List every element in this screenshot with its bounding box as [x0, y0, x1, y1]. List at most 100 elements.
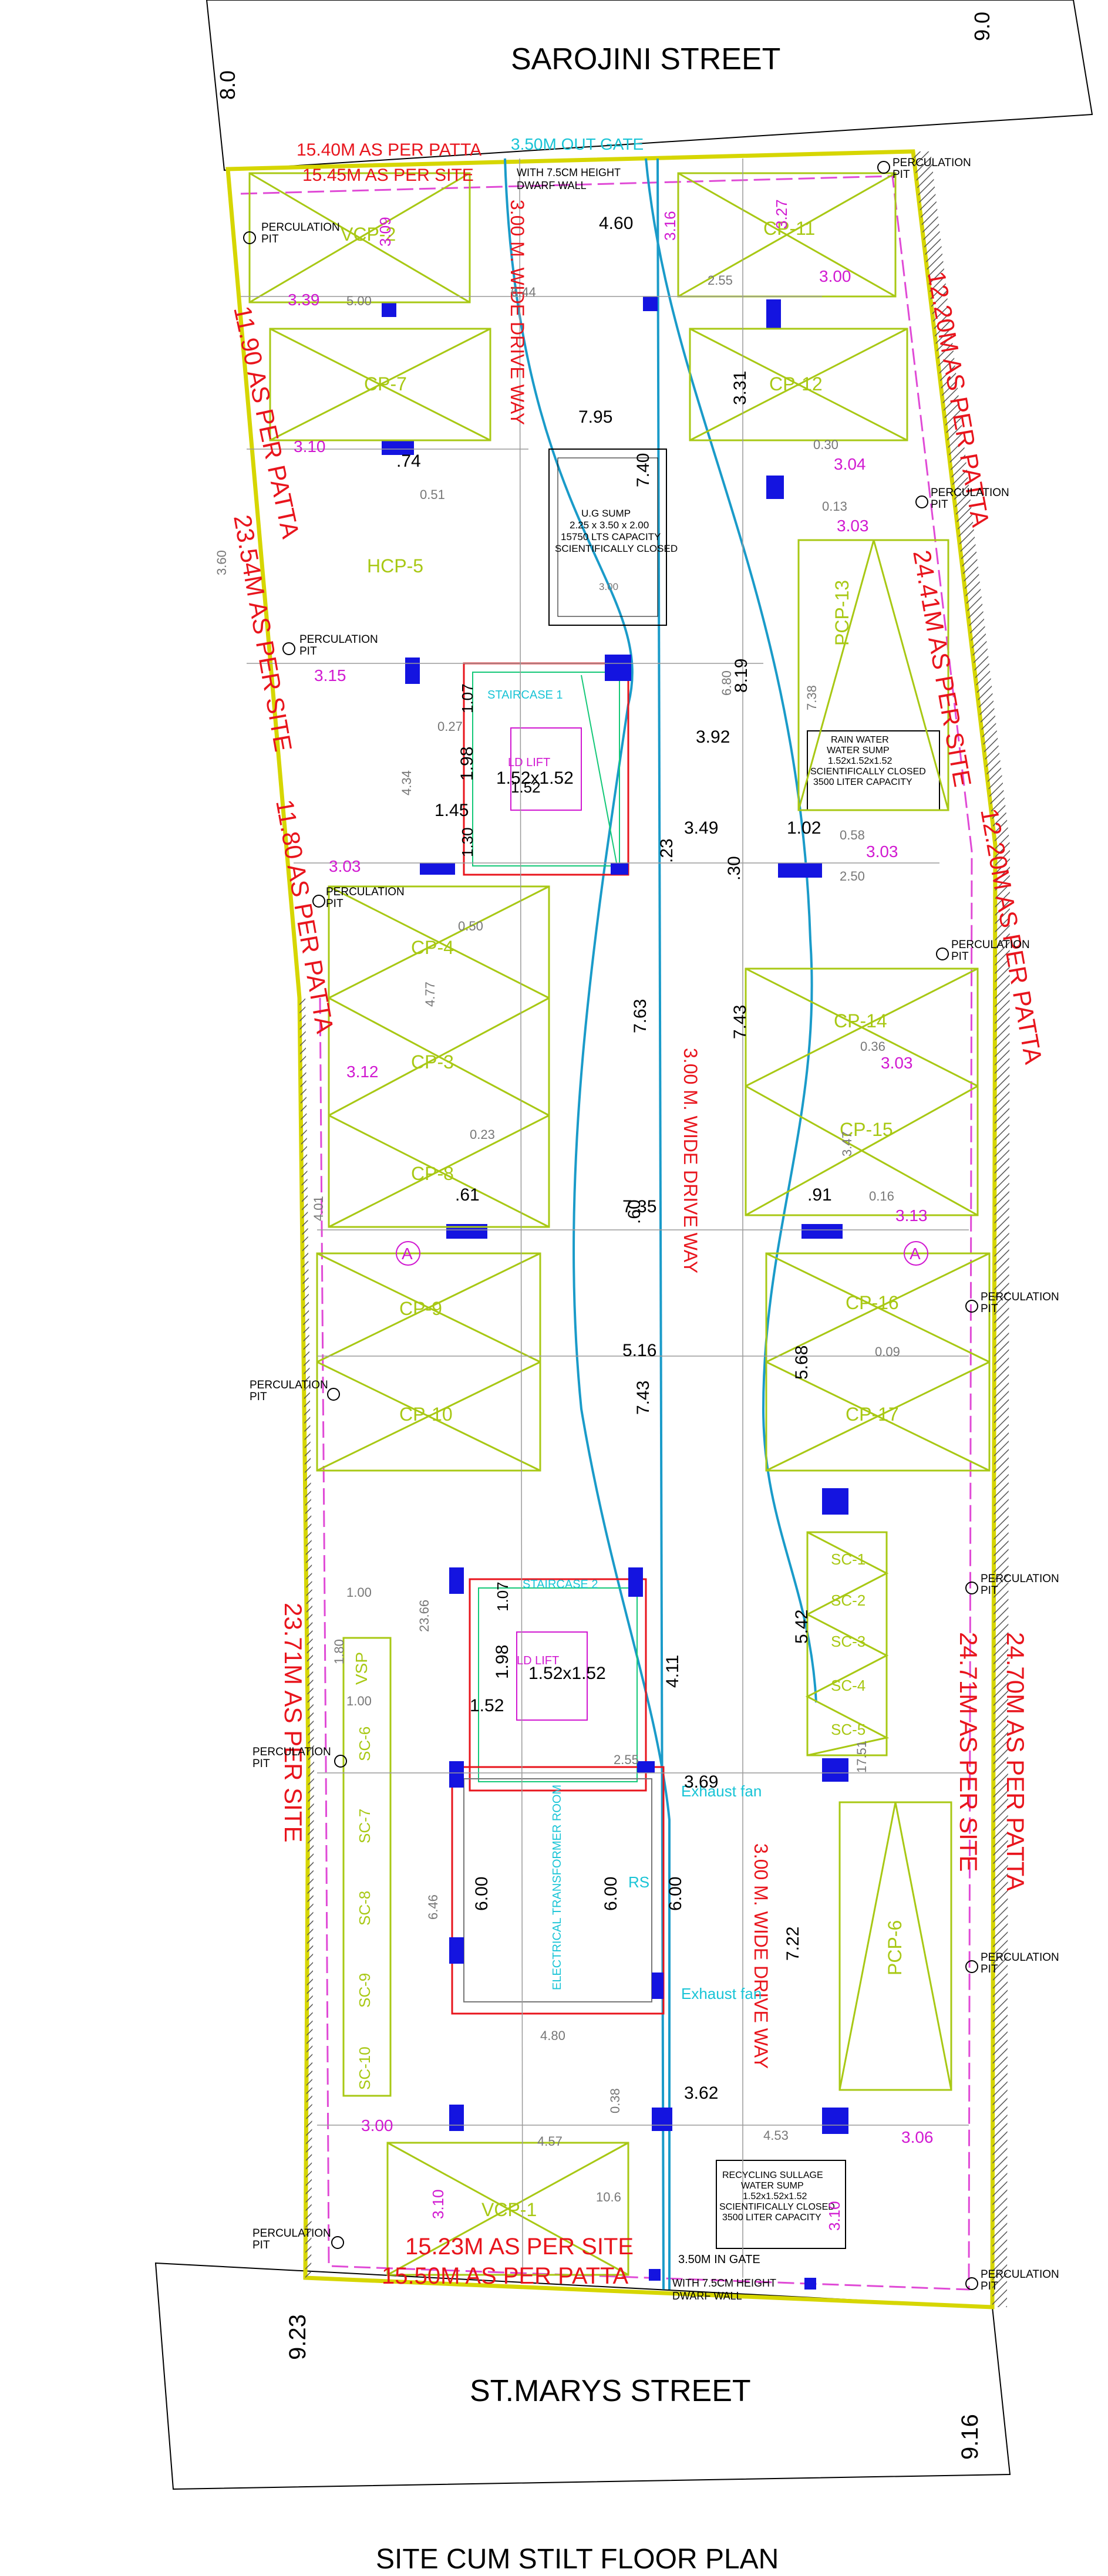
parking-bays	[248, 172, 991, 2276]
percolation-label: PIT	[893, 168, 910, 181]
percolation-label: PERCULATION	[326, 886, 405, 898]
bay-label: VCP-2	[341, 224, 396, 245]
dimension-value: 3.16	[661, 211, 679, 241]
percolation-label: PERCULATION	[250, 1379, 328, 1391]
scooter-label: SC-2	[831, 1592, 865, 1609]
scooter-label: SC-10	[356, 2046, 373, 2090]
driveway-label-2: 3.00 M. WIDE DRIVE WAY	[680, 1048, 701, 1273]
dimension-value: 0.51	[420, 487, 445, 502]
percolation-label: PIT	[981, 2280, 998, 2292]
lift-1-size: 1.52x1.52	[496, 768, 574, 788]
percolation-label: PIT	[931, 498, 948, 511]
bottom-site-label: 15.23M AS PER SITE	[405, 2234, 634, 2260]
top-site-label: 15.45M AS PER SITE	[302, 166, 474, 185]
dimension-value: .60	[625, 1199, 644, 1224]
dimension-value: 7.22	[783, 1927, 803, 1961]
bay-label: CP-12	[769, 373, 823, 395]
dimension-value: 2.55	[614, 1752, 639, 1767]
percolation-label: PERCULATION	[981, 1573, 1059, 1585]
recycling-sump-line: 3500 LITER CAPACITY	[722, 2213, 821, 2223]
transformer-room	[451, 1766, 665, 2015]
dimension-value: 3.12	[346, 1063, 379, 1081]
percolation-pit-markers	[243, 161, 978, 2290]
scooter-label: SC-9	[356, 1973, 373, 2008]
dimension-value: 1.00	[346, 1585, 372, 1600]
dimension-value: 0.09	[875, 1344, 900, 1359]
dimension-value: 0.36	[860, 1039, 885, 1054]
dimension-value: 3.10	[294, 437, 326, 456]
drawing-caption: SITE CUM STILT FLOOR PLAN	[376, 2544, 779, 2575]
recycling-sump-line: SCIENTIFICALLY CLOSED	[719, 2202, 835, 2212]
in-gate-label: 3.50M IN GATE	[678, 2253, 760, 2266]
dimension-value: 3.09	[376, 217, 394, 247]
bay-label: VCP-1	[481, 2199, 537, 2220]
bay-label: CP-3	[411, 1051, 454, 1073]
bay-label: PCP-6	[884, 1920, 905, 1975]
dimension-value: .30	[725, 856, 744, 881]
dimension-value: 9.16	[957, 2414, 983, 2460]
staircase-1-label: STAIRCASE 1	[487, 689, 563, 702]
dimension-value: 7.35	[622, 1197, 656, 1216]
percolation-label: PIT	[261, 233, 279, 245]
sump-size: 2.25 x 3.50 x 2.00	[570, 520, 649, 531]
percolation-label: PERCULATION	[981, 2268, 1059, 2281]
north-street: SAROJINI STREET	[206, 0, 1093, 171]
percolation-label: PERCULATION	[981, 1291, 1059, 1303]
out-gate-label: 3.50M OUT GATE	[511, 135, 644, 153]
percolation-label: PERCULATION	[951, 939, 1030, 951]
dimension-value: 3.00	[361, 2116, 393, 2135]
dimension-value: 7.40	[634, 453, 653, 487]
east-patta-2: 12.20M AS PER PATTA	[975, 806, 1048, 1066]
dimension-value: 1.00	[346, 1694, 372, 1708]
site-boundary	[225, 149, 1010, 2309]
section-marker-a: A	[910, 1245, 921, 1263]
recycling-sump-line: RECYCLING SULLAGE	[722, 2170, 823, 2180]
in-gate-wall-1: WITH 7.5CM HEIGHT	[672, 2277, 776, 2289]
dimension-value: 3.13	[895, 1206, 928, 1225]
percolation-label: PERCULATION	[893, 157, 971, 169]
percolation-label: PERCULATION	[299, 633, 378, 646]
dimension-value: 17.51	[854, 1741, 869, 1773]
ug-sump	[548, 449, 667, 626]
rain-sump-line: SCIENTIFICALLY CLOSED	[810, 767, 926, 777]
bay-label: CP-4	[411, 937, 454, 958]
dimension-value: 0.58	[840, 828, 865, 842]
dimension-value: 6.00	[666, 1877, 685, 1911]
driveway-label-3: 3.00 M. WIDE DRIVE WAY	[750, 1843, 772, 2069]
dimension-value: 0.38	[608, 2088, 622, 2113]
bay-label: CP-16	[846, 1292, 899, 1313]
percolation-label: PERCULATION	[252, 2227, 331, 2240]
percolation-label: PIT	[981, 1963, 998, 1975]
in-gate-wall-2: DWARF WALL	[672, 2290, 742, 2302]
bottom-patta-label: 15.50M AS PER PATTA	[382, 2263, 628, 2289]
dimension-value: 3.27	[773, 199, 790, 229]
dimension-value: 3.69	[684, 1772, 718, 1792]
sump-capacity: 15750 LTS CAPACITY	[561, 531, 661, 542]
sump-note: SCIENTIFICALLY CLOSED	[555, 543, 678, 554]
lift-2-size: 1.52x1.52	[528, 1664, 606, 1683]
bay-label: PCP-13	[831, 580, 853, 646]
bay-label: HCP-5	[367, 555, 423, 576]
dimension-value: 0.16	[869, 1189, 894, 1203]
scooter-label: SC-1	[831, 1550, 865, 1568]
scooter-label: SC-5	[831, 1721, 865, 1738]
bay-label: CP-17	[846, 1404, 899, 1425]
exhaust-fan-label: Exhaust fan	[681, 1985, 762, 2002]
dimension-value: 3.39	[288, 291, 320, 309]
dimension-value: 1.98	[493, 1645, 512, 1679]
dimension-value: 3.10	[429, 2189, 447, 2219]
dimension-value: 7.43	[730, 1005, 750, 1039]
dimension-value: 3.00	[819, 267, 851, 285]
dimension-value: 6.00	[472, 1877, 491, 1911]
percolation-label: PIT	[326, 898, 343, 910]
dimension-value: .74	[396, 451, 421, 471]
exhaust-fan-label: Exhaust fan	[681, 1782, 762, 1800]
percolation-label: PIT	[299, 645, 317, 658]
dimension-value: 1.07	[494, 1582, 511, 1611]
dimension-value: 3.04	[834, 455, 866, 473]
percolation-label: PIT	[252, 2239, 270, 2251]
rain-sump-text: RAIN WATER WATER SUMP 1.52x1.52x1.52 SCI…	[810, 735, 926, 787]
sump-width: 3.00	[599, 581, 618, 592]
dimension-value: 2.50	[840, 869, 865, 884]
dimension-value: 4.11	[663, 1655, 682, 1688]
